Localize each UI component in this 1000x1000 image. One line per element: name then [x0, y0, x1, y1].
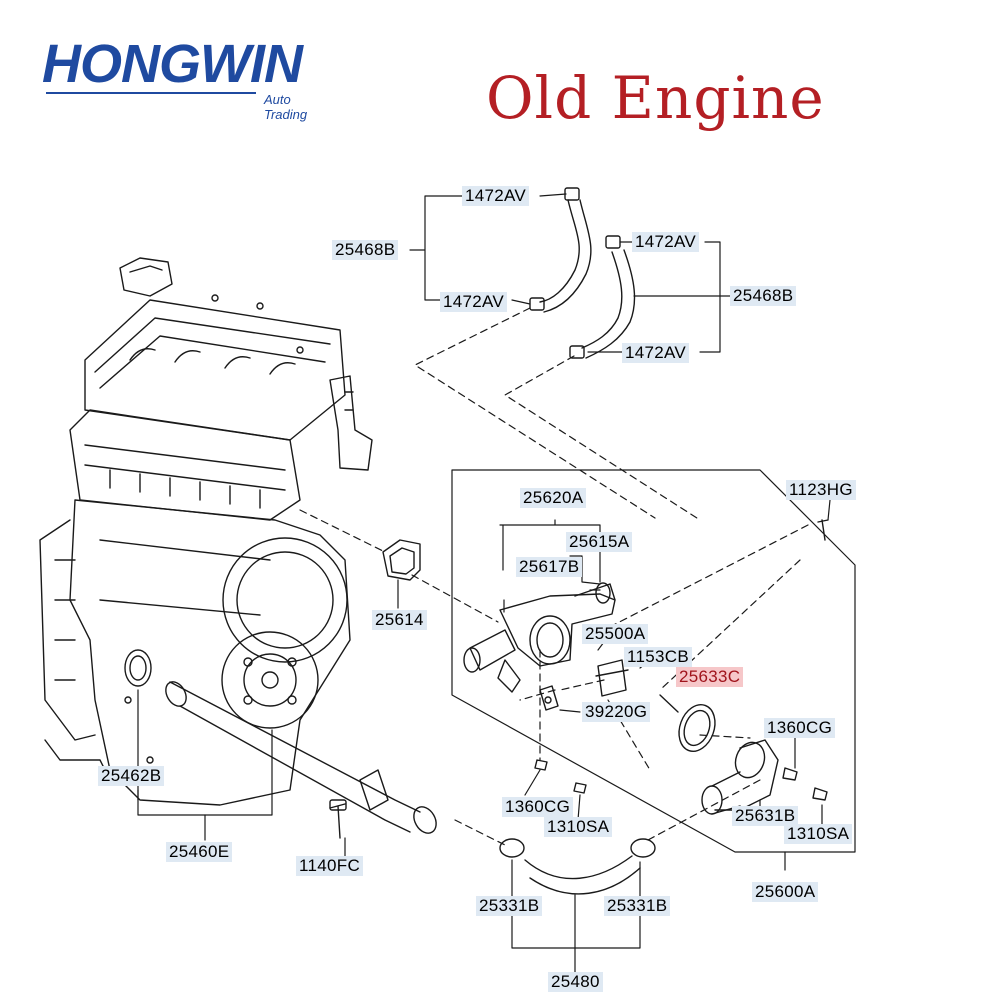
part-label-1472av-b: 1472AV: [440, 292, 508, 312]
part-label-1140fc: 1140FC: [296, 856, 364, 876]
water-pipe: [124, 649, 437, 839]
part-label-25468b-right: 25468B: [730, 286, 797, 306]
part-label-25631b: 25631B: [732, 806, 799, 826]
thermostat-housing: [382, 519, 829, 815]
leader-lines-upper: [409, 193, 731, 353]
part-label-25480: 25480: [548, 972, 603, 992]
part-label-39220g: 39220G: [582, 702, 651, 722]
part-label-1472av-a: 1472AV: [462, 186, 530, 206]
part-label-25500a: 25500A: [582, 624, 649, 644]
part-label-25331b-left: 25331B: [476, 896, 543, 916]
part-label-1360cg-mid: 1360CG: [502, 797, 574, 817]
page-title: Old Engine: [486, 64, 825, 132]
part-label-25462b: 25462B: [98, 766, 165, 786]
upper-hoses: [529, 187, 636, 359]
part-label-1310sa-mid: 1310SA: [544, 817, 613, 837]
part-label-1310sa-right: 1310SA: [784, 824, 853, 844]
part-label-1123hg: 1123HG: [786, 480, 856, 500]
part-label-25620a: 25620A: [520, 488, 587, 508]
brand-name: HONGWIN: [42, 34, 303, 94]
brand-underline: [46, 92, 256, 94]
part-label-25460e: 25460E: [166, 842, 233, 862]
part-label-25600a: 25600A: [752, 882, 819, 902]
part-label-25633c-highlighted: 25633C: [676, 667, 744, 687]
part-label-1153cb: 1153CB: [624, 647, 692, 667]
part-label-1360cg-right: 1360CG: [764, 718, 836, 738]
part-label-1472av-c: 1472AV: [632, 232, 700, 252]
engine-block: [39, 257, 373, 806]
part-label-25614: 25614: [372, 610, 427, 630]
part-label-25468b-left: 25468B: [332, 240, 399, 260]
lower-hose: [499, 838, 656, 895]
part-label-25331b-right: 25331B: [604, 896, 671, 916]
brand-tagline: Auto Trading: [264, 92, 308, 122]
part-label-1472av-d: 1472AV: [622, 343, 690, 363]
part-label-25615a: 25615A: [566, 532, 633, 552]
part-label-25617b: 25617B: [516, 557, 583, 577]
brand-logo: HONGWIN Auto Trading: [42, 34, 307, 122]
